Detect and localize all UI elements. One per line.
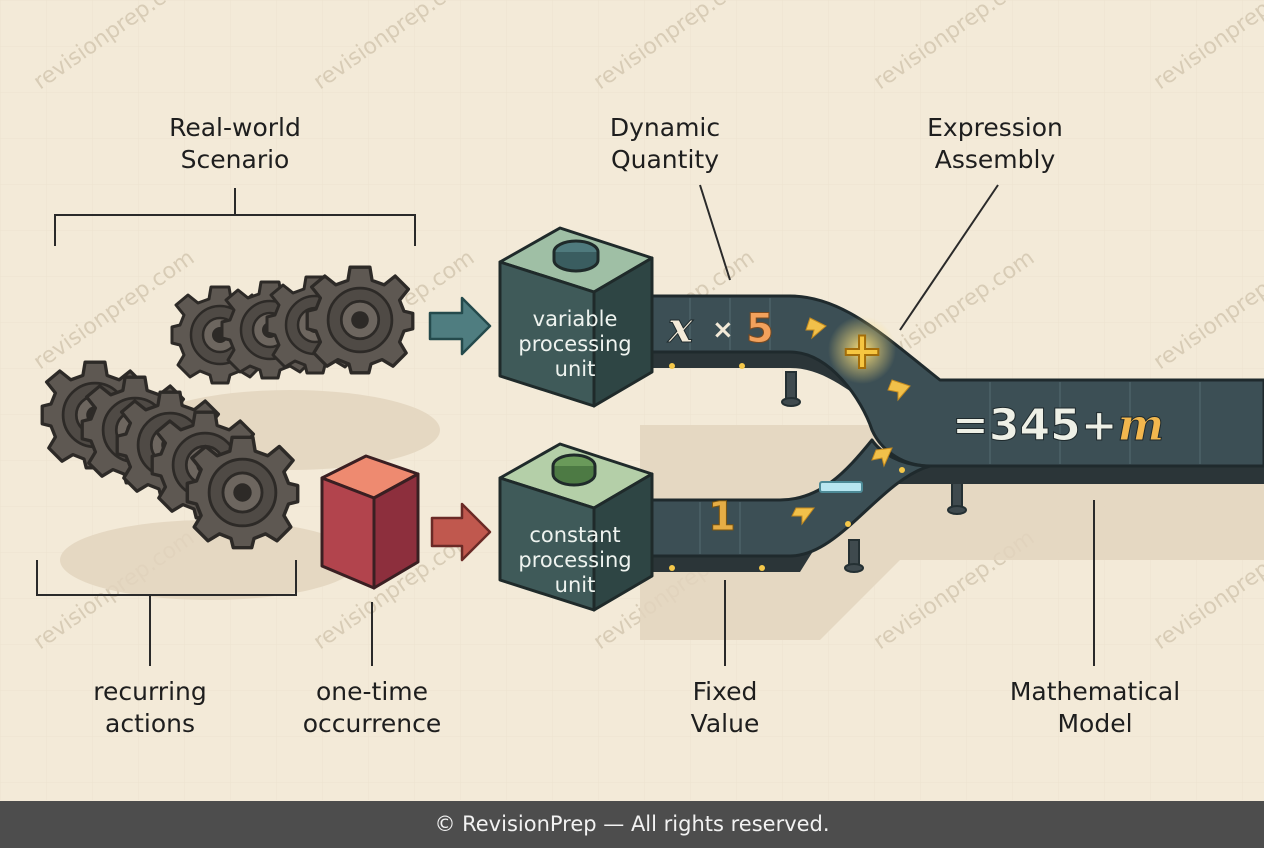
label-recurring-actions-line-1: recurring [93,677,207,706]
label-mathematical-model-line-1: Mathematical [1009,677,1181,706]
constant-unit-line-3: unit [554,573,596,597]
svg-text:=345+m: =345+m [952,400,1164,451]
label-one-time-occurrence-line-2: occurrence [302,709,442,738]
arrow-right-icon-bottom [430,502,492,562]
label-fixed-value: Fixed Value [645,676,805,740]
dynamic-quantity-leader [699,184,731,281]
label-fixed-value-line-1: Fixed [692,677,758,706]
belt-supports [781,371,967,573]
flow-arrows [791,317,911,526]
label-real-world-scenario: Real-world Scenario [135,112,335,176]
arrow-right-icon-top [428,296,492,356]
cube-icon [320,454,420,590]
minus-sign-icon [819,481,863,493]
result-variable: m [1118,400,1165,451]
label-mathematical-model-line-2: Model [1057,709,1133,738]
label-mathematical-model: Mathematical Model [975,676,1215,740]
variable-unit-line-3: unit [554,357,596,381]
label-expression-assembly: Expression Assembly [875,112,1115,176]
belt-expressions: x × 5 1 + =345+m [667,303,1165,541]
variable-processing-unit [498,226,654,408]
variable-unit-line-1: variable [532,307,618,331]
label-one-time-occurrence-line-1: one-time [315,677,429,706]
label-fixed-value-line-2: Value [690,709,760,738]
top-number: 5 [746,306,774,352]
label-dynamic-quantity: Dynamic Quantity [565,112,765,176]
result-expression: =345+ [952,400,1118,451]
variable-unit-label: variable processing unit [502,307,648,382]
label-one-time-occurrence: one-time occurrence [262,676,482,740]
constant-unit-label: constant processing unit [502,523,648,598]
top-operator: × [712,315,734,345]
conveyor-system [648,294,1264,573]
label-real-world-scenario-line-2: Scenario [180,145,290,174]
label-recurring-actions: recurring actions [50,676,250,740]
variable-unit-line-2: processing [518,332,632,356]
plus-sign: + [840,321,884,381]
annotation-lines [36,184,1095,666]
constant-unit-line-1: constant [529,523,621,547]
label-real-world-scenario-line-1: Real-world [169,113,301,142]
bottom-number: 1 [708,494,736,540]
copyright-footer: © RevisionPrep — All rights reserved. [0,801,1264,848]
expression-assembly-leader [899,184,999,331]
constant-processing-unit [498,442,654,612]
label-recurring-actions-line-2: actions [105,709,195,738]
label-dynamic-quantity-line-2: Quantity [610,145,720,174]
scenario-bracket [54,188,416,246]
top-variable: x [667,303,694,352]
label-dynamic-quantity-line-1: Dynamic [609,113,721,142]
label-expression-assembly-line-2: Assembly [934,145,1056,174]
recurring-bracket [36,560,297,666]
constant-unit-line-2: processing [518,548,632,572]
label-expression-assembly-line-1: Expression [927,113,1063,142]
